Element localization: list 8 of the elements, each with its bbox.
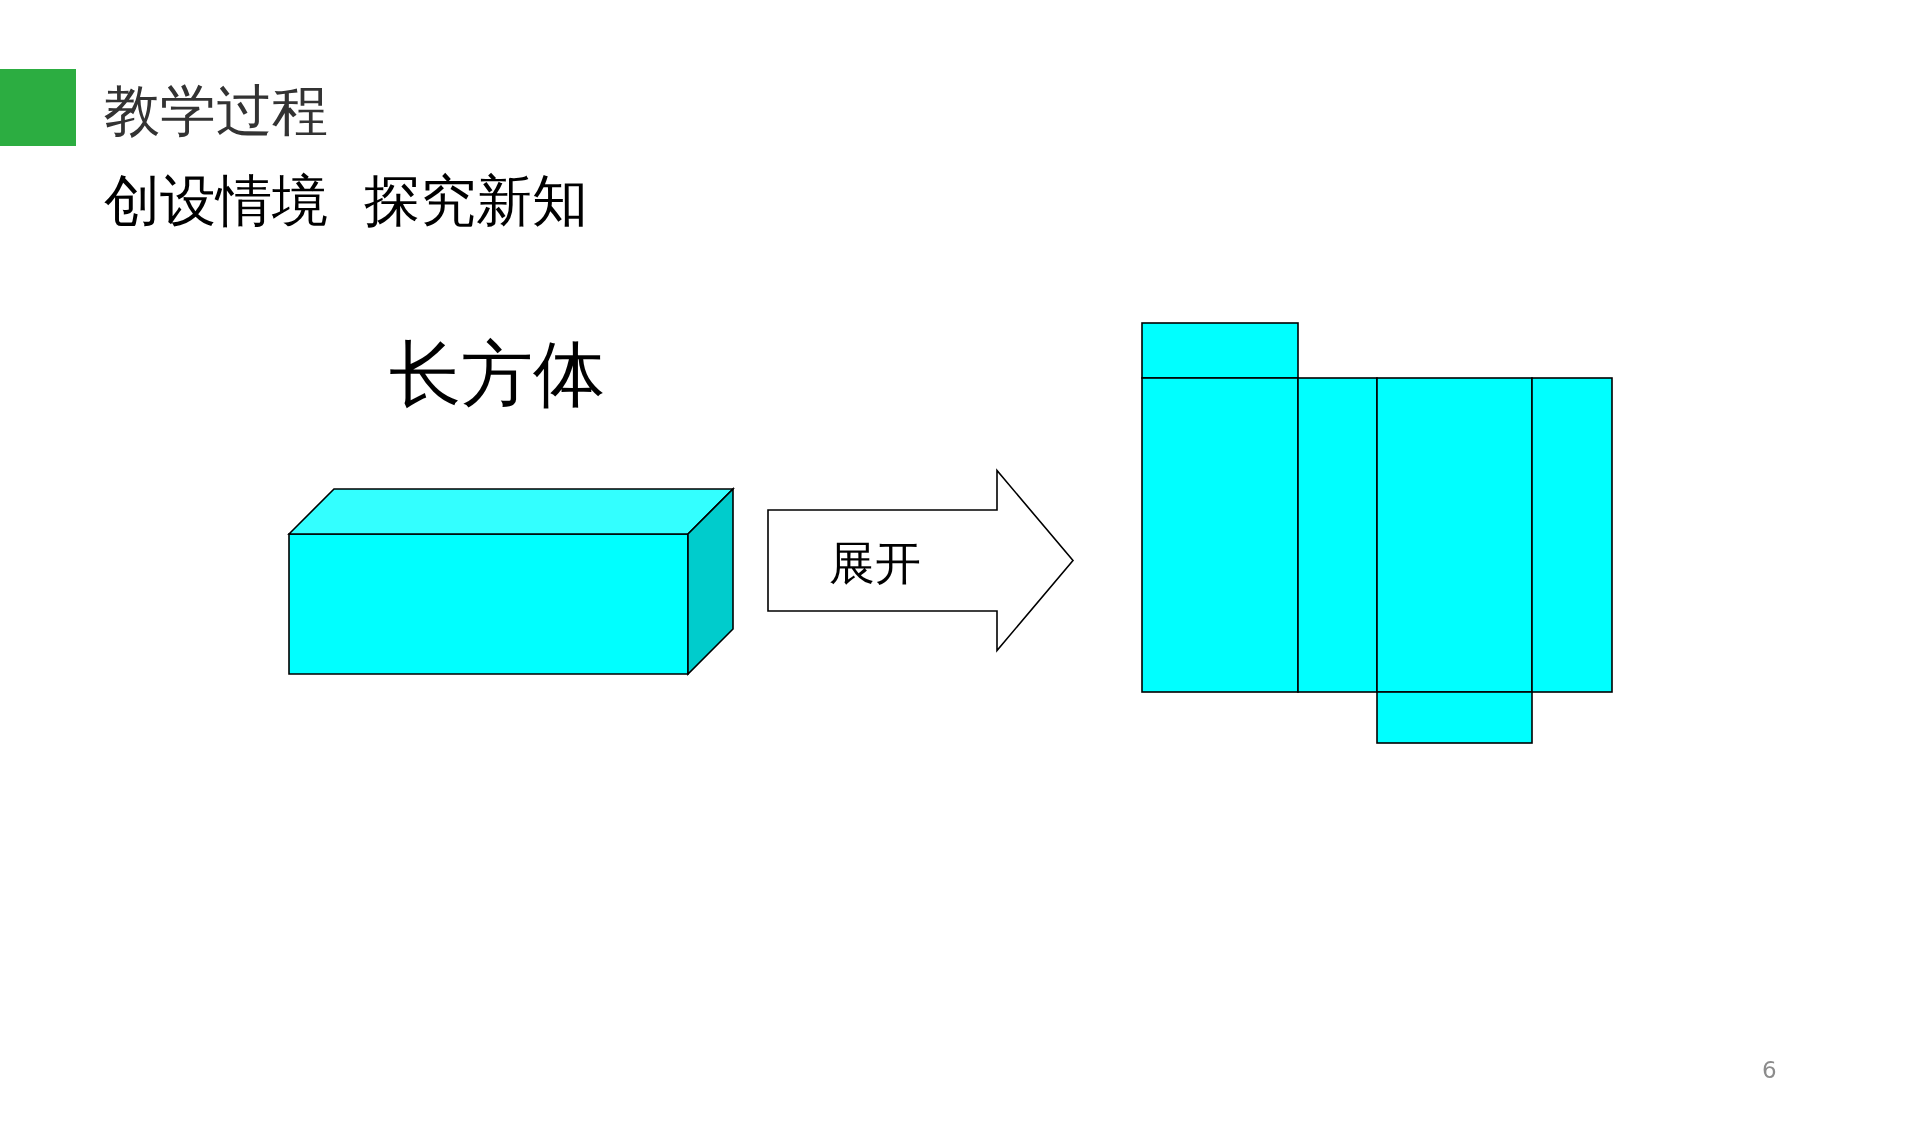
- node-label: 长方体: [389, 338, 605, 410]
- title: 教学过程: [104, 83, 328, 139]
- page-number: 6: [1762, 1059, 1777, 1082]
- cuboid-drawing: [287, 488, 735, 675]
- net-drawing: [1140, 321, 1614, 745]
- block-arrow: [767, 468, 1075, 653]
- subtitle: 创设情境 探究新知: [104, 173, 588, 229]
- edge-label: 展开: [829, 541, 921, 587]
